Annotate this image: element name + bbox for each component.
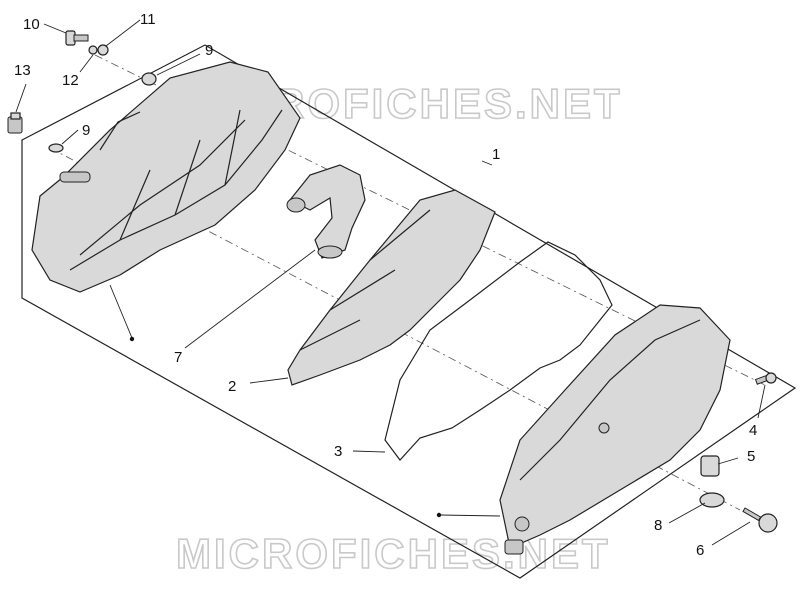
leader-4 [757,384,766,419]
part-9-grommet-lower [48,143,64,153]
leader-11 [105,19,141,47]
leader-12 [79,54,94,73]
part-3-seal-gasket [384,241,613,461]
filter-housing-left [31,61,301,293]
reference-dot-cover [436,512,442,518]
assembly-outline [21,44,797,579]
part-7-intake-duct [286,164,366,259]
leader-9-lower [61,129,79,145]
label-part-11: 11 [140,11,156,28]
label-part-5: 5 [747,448,755,465]
part-12-washer [88,45,98,55]
label-part-9-lower: 9 [82,122,90,139]
label-part-6: 6 [696,542,704,559]
reference-dot-housing [129,336,135,342]
label-part-13: 13 [14,62,31,79]
watermark-bottom: MICROFICHES.NET [176,530,611,577]
filter-cover-right [499,304,731,555]
label-part-10: 10 [23,16,40,33]
label-part-1: 1 [492,146,500,163]
leader-8 [668,502,706,524]
part-11-washer [97,44,109,56]
leader-9-upper [156,53,201,76]
leader-5 [717,457,739,465]
label-part-2: 2 [228,378,236,395]
part-5-sleeve [700,455,720,477]
leader-2 [249,377,289,384]
label-part-8: 8 [654,517,662,534]
part-2-filter-element [287,189,496,386]
part-13-clip-nut [7,112,23,134]
label-part-4: 4 [749,422,757,439]
part-6-drain-knob [742,507,778,533]
leader-6 [711,521,751,546]
leader-10 [43,23,67,34]
leader-3 [352,450,386,453]
leader-7 [184,249,316,349]
leader-1 [481,160,493,166]
leader-dot-housing [109,284,133,339]
label-part-9-upper: 9 [205,42,213,59]
leader-13 [15,83,27,113]
part-8-clamp [699,492,725,508]
part-9-grommet-upper [141,72,157,86]
label-part-3: 3 [334,443,342,460]
label-part-12: 12 [62,72,79,89]
label-part-7: 7 [174,349,182,366]
part-10-bolt [65,30,89,46]
part-4-screw [754,372,777,385]
leader-dot-cover [439,514,501,517]
